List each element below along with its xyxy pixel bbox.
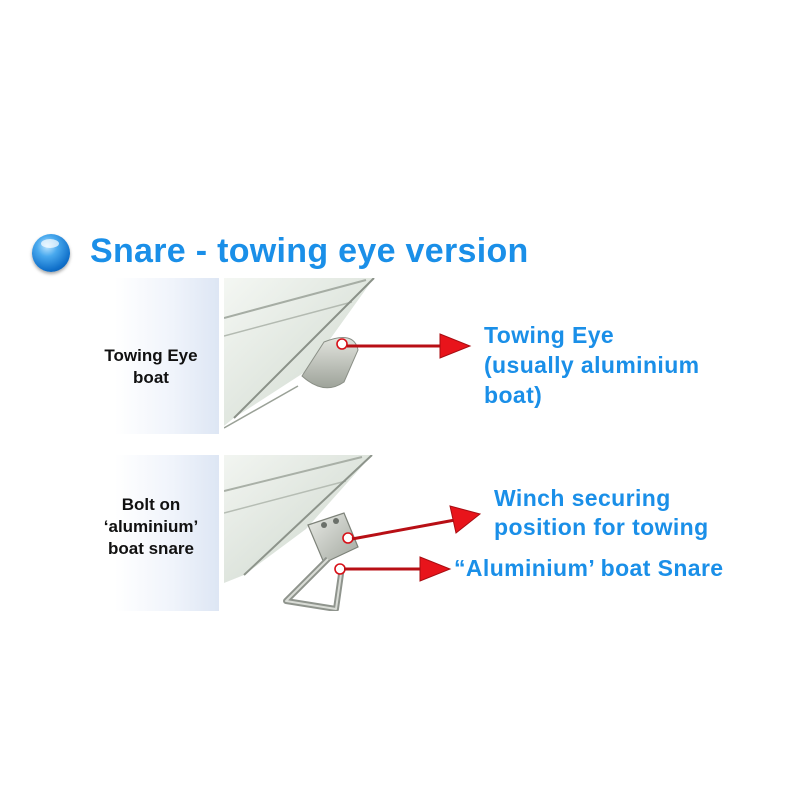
callout-aluminium-snare: “Aluminium’ boat Snare [454, 555, 724, 581]
arrow-towing-eye [347, 333, 472, 359]
boat-hull-illustration [224, 278, 384, 434]
blue-sphere-bullet-icon [32, 234, 70, 272]
page-title: Snare - towing eye version [90, 232, 529, 270]
boat-snare-illustration [224, 455, 384, 611]
row-label-panel [115, 455, 219, 611]
row-label-bolt-on-snare: Bolt on ‘aluminium’ boat snare [103, 495, 199, 558]
callout-towing-eye: Towing Eye (usually aluminium boat) [484, 322, 700, 408]
arrow-aluminium-snare [344, 556, 452, 582]
towing-eye-boat-photo [224, 278, 384, 434]
arrow-winch-position [351, 505, 482, 541]
row-label-towing-eye-boat: Towing Eye boat [104, 346, 198, 387]
row-label-panel [115, 278, 219, 434]
bolt-on-snare-photo [224, 455, 384, 611]
callout-winch-position: Winch securing position for towing [494, 485, 709, 540]
